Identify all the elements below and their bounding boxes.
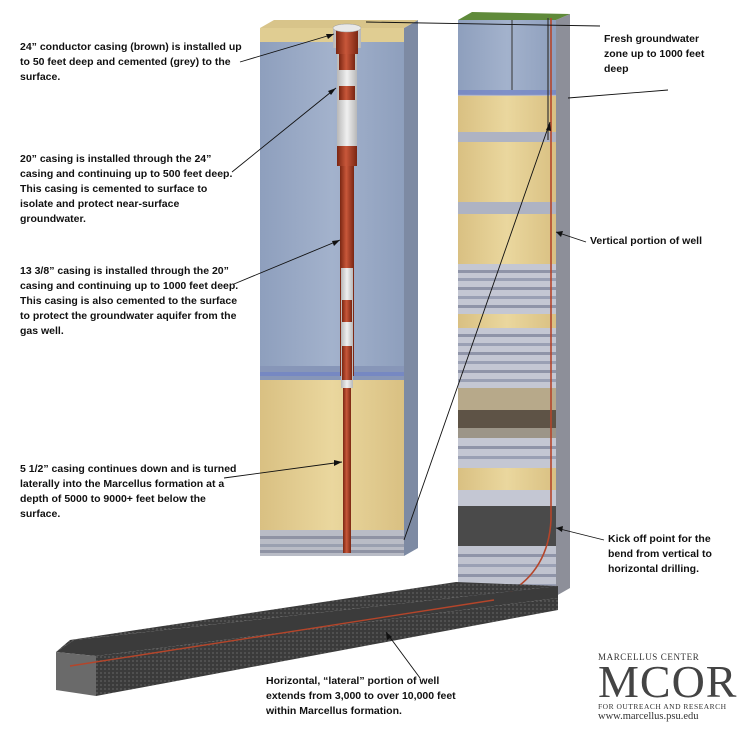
- logo-acronym: MCOR: [598, 656, 738, 707]
- conductor-casing-label: 24” conductor casing (brown) is installe…: [20, 41, 242, 83]
- groundwater-label: Fresh groundwater zone up to 1000 feet d…: [604, 33, 705, 75]
- surface-grass: [458, 12, 570, 20]
- kickoff-point-label: Kick off point for the bend from vertica…: [608, 533, 712, 575]
- lateral-portion-label: Horizontal, “lateral” portion of well ex…: [266, 675, 456, 717]
- casing-column: [260, 20, 418, 556]
- marcellus-shale: [458, 506, 556, 546]
- lateral-slab: [56, 582, 558, 696]
- groundwater-zone: [260, 28, 404, 368]
- lateral-well-bore: [69, 599, 495, 667]
- logo-top-line: MARCELLUS CENTER: [598, 652, 700, 662]
- casing-20in-label: 20” casing is installed through the 24” …: [20, 153, 233, 225]
- strata-column: [458, 12, 570, 601]
- leader-arrowheads: [326, 34, 563, 640]
- logo-bottom-line: FOR OUTREACH AND RESEARCH: [598, 702, 727, 711]
- conductor-casing-24in: [336, 30, 358, 54]
- casing-5-1-2in: [343, 388, 351, 553]
- vertical-well-label: Vertical portion of well: [590, 235, 703, 247]
- logo-url: www.marcellus.psu.edu: [598, 711, 699, 722]
- casing-13-3-8in-label: 13 3/8” casing is installed through the …: [20, 265, 239, 337]
- casing-5-1-2in-label: 5 1/2” casing continues down and is turn…: [20, 463, 237, 520]
- sandstone-layer: [260, 380, 404, 530]
- mcor-logo: MARCELLUS CENTER MCOR FOR OUTREACH AND R…: [598, 652, 738, 722]
- casing-20in: [337, 146, 357, 166]
